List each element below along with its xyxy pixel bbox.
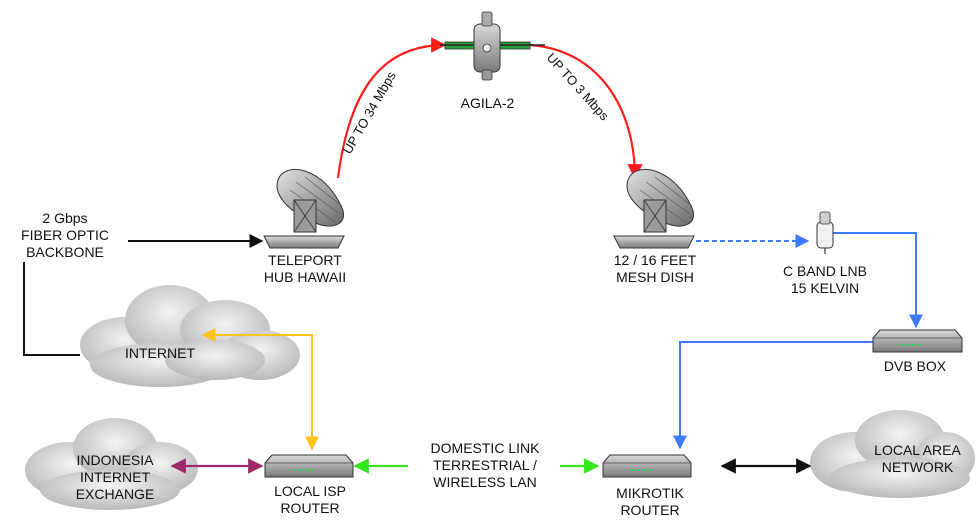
lnb-label: C BAND LNB 15 KELVIN <box>760 263 890 297</box>
mikrotik-label-line: ROUTER <box>620 502 680 518</box>
dvb-box-label-text: DVB BOX <box>883 358 947 374</box>
local-isp-router-label: LOCAL ISP ROUTER <box>250 483 370 517</box>
iix-label-line: INTERNET <box>80 469 150 485</box>
dvb-box-label: DVB BOX <box>860 358 970 375</box>
satellite-label: AGILA-2 <box>450 95 525 112</box>
downlink-arc <box>529 43 643 180</box>
backbone-label-line: BACKBONE <box>26 244 104 260</box>
satellite-icon <box>440 11 545 81</box>
internet-label-text: INTERNET <box>125 345 195 361</box>
indonesia-exchange-label: INDONESIA INTERNET EXCHANGE <box>60 452 170 503</box>
lan-label-line: NETWORK <box>881 459 954 475</box>
domestic-link-label: DOMESTIC LINK TERRESTRIAL / WIRELESS LAN <box>405 440 565 491</box>
domestic-link-label-line: DOMESTIC LINK <box>430 440 540 456</box>
lnb-label-line: 15 KELVIN <box>790 280 860 296</box>
uplink-arc <box>336 37 447 179</box>
iix-label-line: INDONESIA <box>76 452 154 468</box>
mikrotik-label-line: MIKROTIK <box>616 485 684 501</box>
domestic-link-label-line: WIRELESS LAN <box>433 474 537 490</box>
isp-router-label-line: LOCAL ISP <box>274 483 346 499</box>
backbone-label-line: 2 Gbps <box>42 210 88 226</box>
local-area-network-cloud <box>810 410 975 498</box>
mesh-dish-label: 12 / 16 FEET MESH DISH <box>590 252 720 286</box>
teleport-label-line: HUB HAWAII <box>263 269 347 285</box>
indonesia-exchange-cloud <box>25 418 198 510</box>
lan-label-line: LOCAL AREA <box>874 442 961 458</box>
teleport-label-line: TELEPORT <box>268 252 342 268</box>
mesh-dish-label-line: MESH DISH <box>616 269 694 285</box>
iix-label-line: EXCHANGE <box>75 486 155 502</box>
router-to-internet-arrow <box>201 328 319 451</box>
lan-label: LOCAL AREA NETWORK <box>860 442 975 476</box>
backbone-label-line: FIBER OPTIC <box>21 227 109 243</box>
dvb-box-icon <box>872 329 963 353</box>
backbone-label: 2 Gbps FIBER OPTIC BACKBONE <box>0 210 130 261</box>
lnb-label-line: C BAND LNB <box>782 263 868 279</box>
downlink-label: UP TO 3 Mbps <box>544 50 613 124</box>
mesh-dish-label-line: 12 / 16 FEET <box>613 252 697 268</box>
domestic-link-label-line: TERRESTRIAL / <box>433 457 537 473</box>
satellite-name: AGILA-2 <box>460 95 515 111</box>
teleport-dish-icon <box>263 168 345 249</box>
teleport-label: TELEPORT HUB HAWAII <box>240 252 370 286</box>
mikrotik-router-icon <box>602 454 692 478</box>
mesh-dish-icon <box>613 168 695 249</box>
local-isp-router-icon <box>264 454 354 478</box>
lnb-to-dvb-arrow <box>832 232 923 329</box>
backbone-to-internet-line <box>23 262 80 356</box>
dvb-to-mikrotik-arrow <box>673 341 875 450</box>
internet-label: INTERNET <box>115 345 205 362</box>
lnb-icon <box>816 211 834 254</box>
mikrotik-router-label: MIKROTIK ROUTER <box>590 485 710 519</box>
isp-router-label-line: ROUTER <box>280 500 340 516</box>
